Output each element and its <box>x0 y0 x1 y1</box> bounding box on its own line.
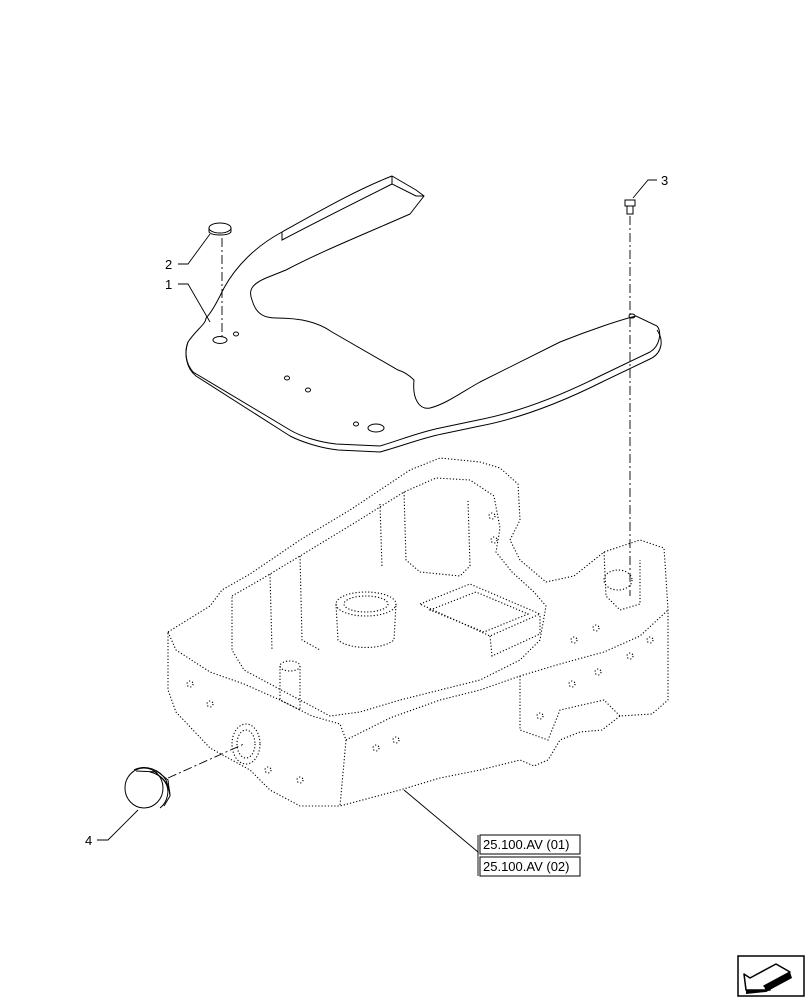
reference-label-2[interactable]: 25.100.AV (02) <box>483 859 569 874</box>
reference-box-1[interactable]: 25.100.AV (01) <box>477 834 581 855</box>
housing <box>167 457 669 807</box>
callout-leaders <box>97 179 657 853</box>
reference-box-2[interactable]: 25.100.AV (02) <box>477 852 581 877</box>
callout-1: 1 <box>165 277 172 292</box>
screw <box>624 199 636 215</box>
plug-cap-small <box>208 222 232 236</box>
cover-plate <box>185 175 662 453</box>
callout-4: 4 <box>85 833 92 848</box>
callout-2: 2 <box>165 257 172 272</box>
plug-round <box>124 767 171 809</box>
reference-label-1[interactable]: 25.100.AV (01) <box>483 837 569 852</box>
callout-3: 3 <box>661 173 668 188</box>
assembly-lines <box>167 216 631 779</box>
arrow-navigation-icon[interactable] <box>737 955 805 997</box>
